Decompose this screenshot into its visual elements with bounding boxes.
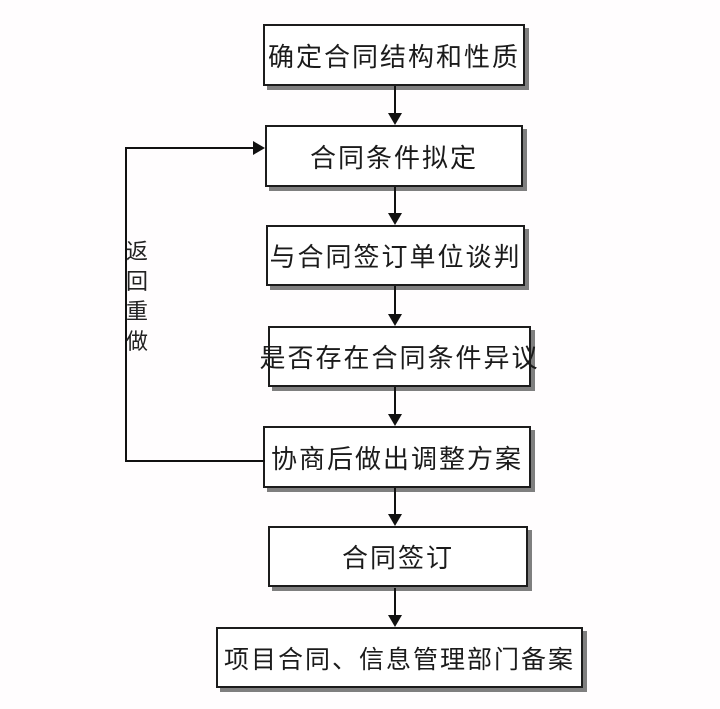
flow-node-objection-check: 是否存在合同条件异议 bbox=[260, 326, 538, 387]
loop-vertical-line bbox=[125, 148, 127, 462]
loop-exit-line bbox=[125, 460, 265, 462]
flow-node-draft-conditions: 合同条件拟定 bbox=[265, 125, 523, 187]
arrow-down-3-icon bbox=[388, 286, 402, 326]
arrow-down-4-icon bbox=[388, 387, 402, 426]
loop-return-arrow-icon bbox=[125, 141, 265, 155]
flow-node-adjustment-plan: 协商后做出调整方案 bbox=[263, 426, 531, 488]
arrow-down-1-icon bbox=[388, 86, 402, 125]
arrow-down-5-icon bbox=[388, 488, 402, 526]
flow-node-negotiate: 与合同签订单位谈判 bbox=[266, 225, 525, 286]
flow-node-determine-structure: 确定合同结构和性质 bbox=[263, 24, 525, 86]
arrow-down-6-icon bbox=[388, 588, 402, 627]
flow-node-filing: 项目合同、信息管理部门备案 bbox=[216, 627, 583, 688]
arrow-down-2-icon bbox=[388, 187, 402, 225]
flow-node-sign-contract: 合同签订 bbox=[268, 526, 528, 587]
loop-label-redo: 返回重做 bbox=[126, 239, 149, 354]
